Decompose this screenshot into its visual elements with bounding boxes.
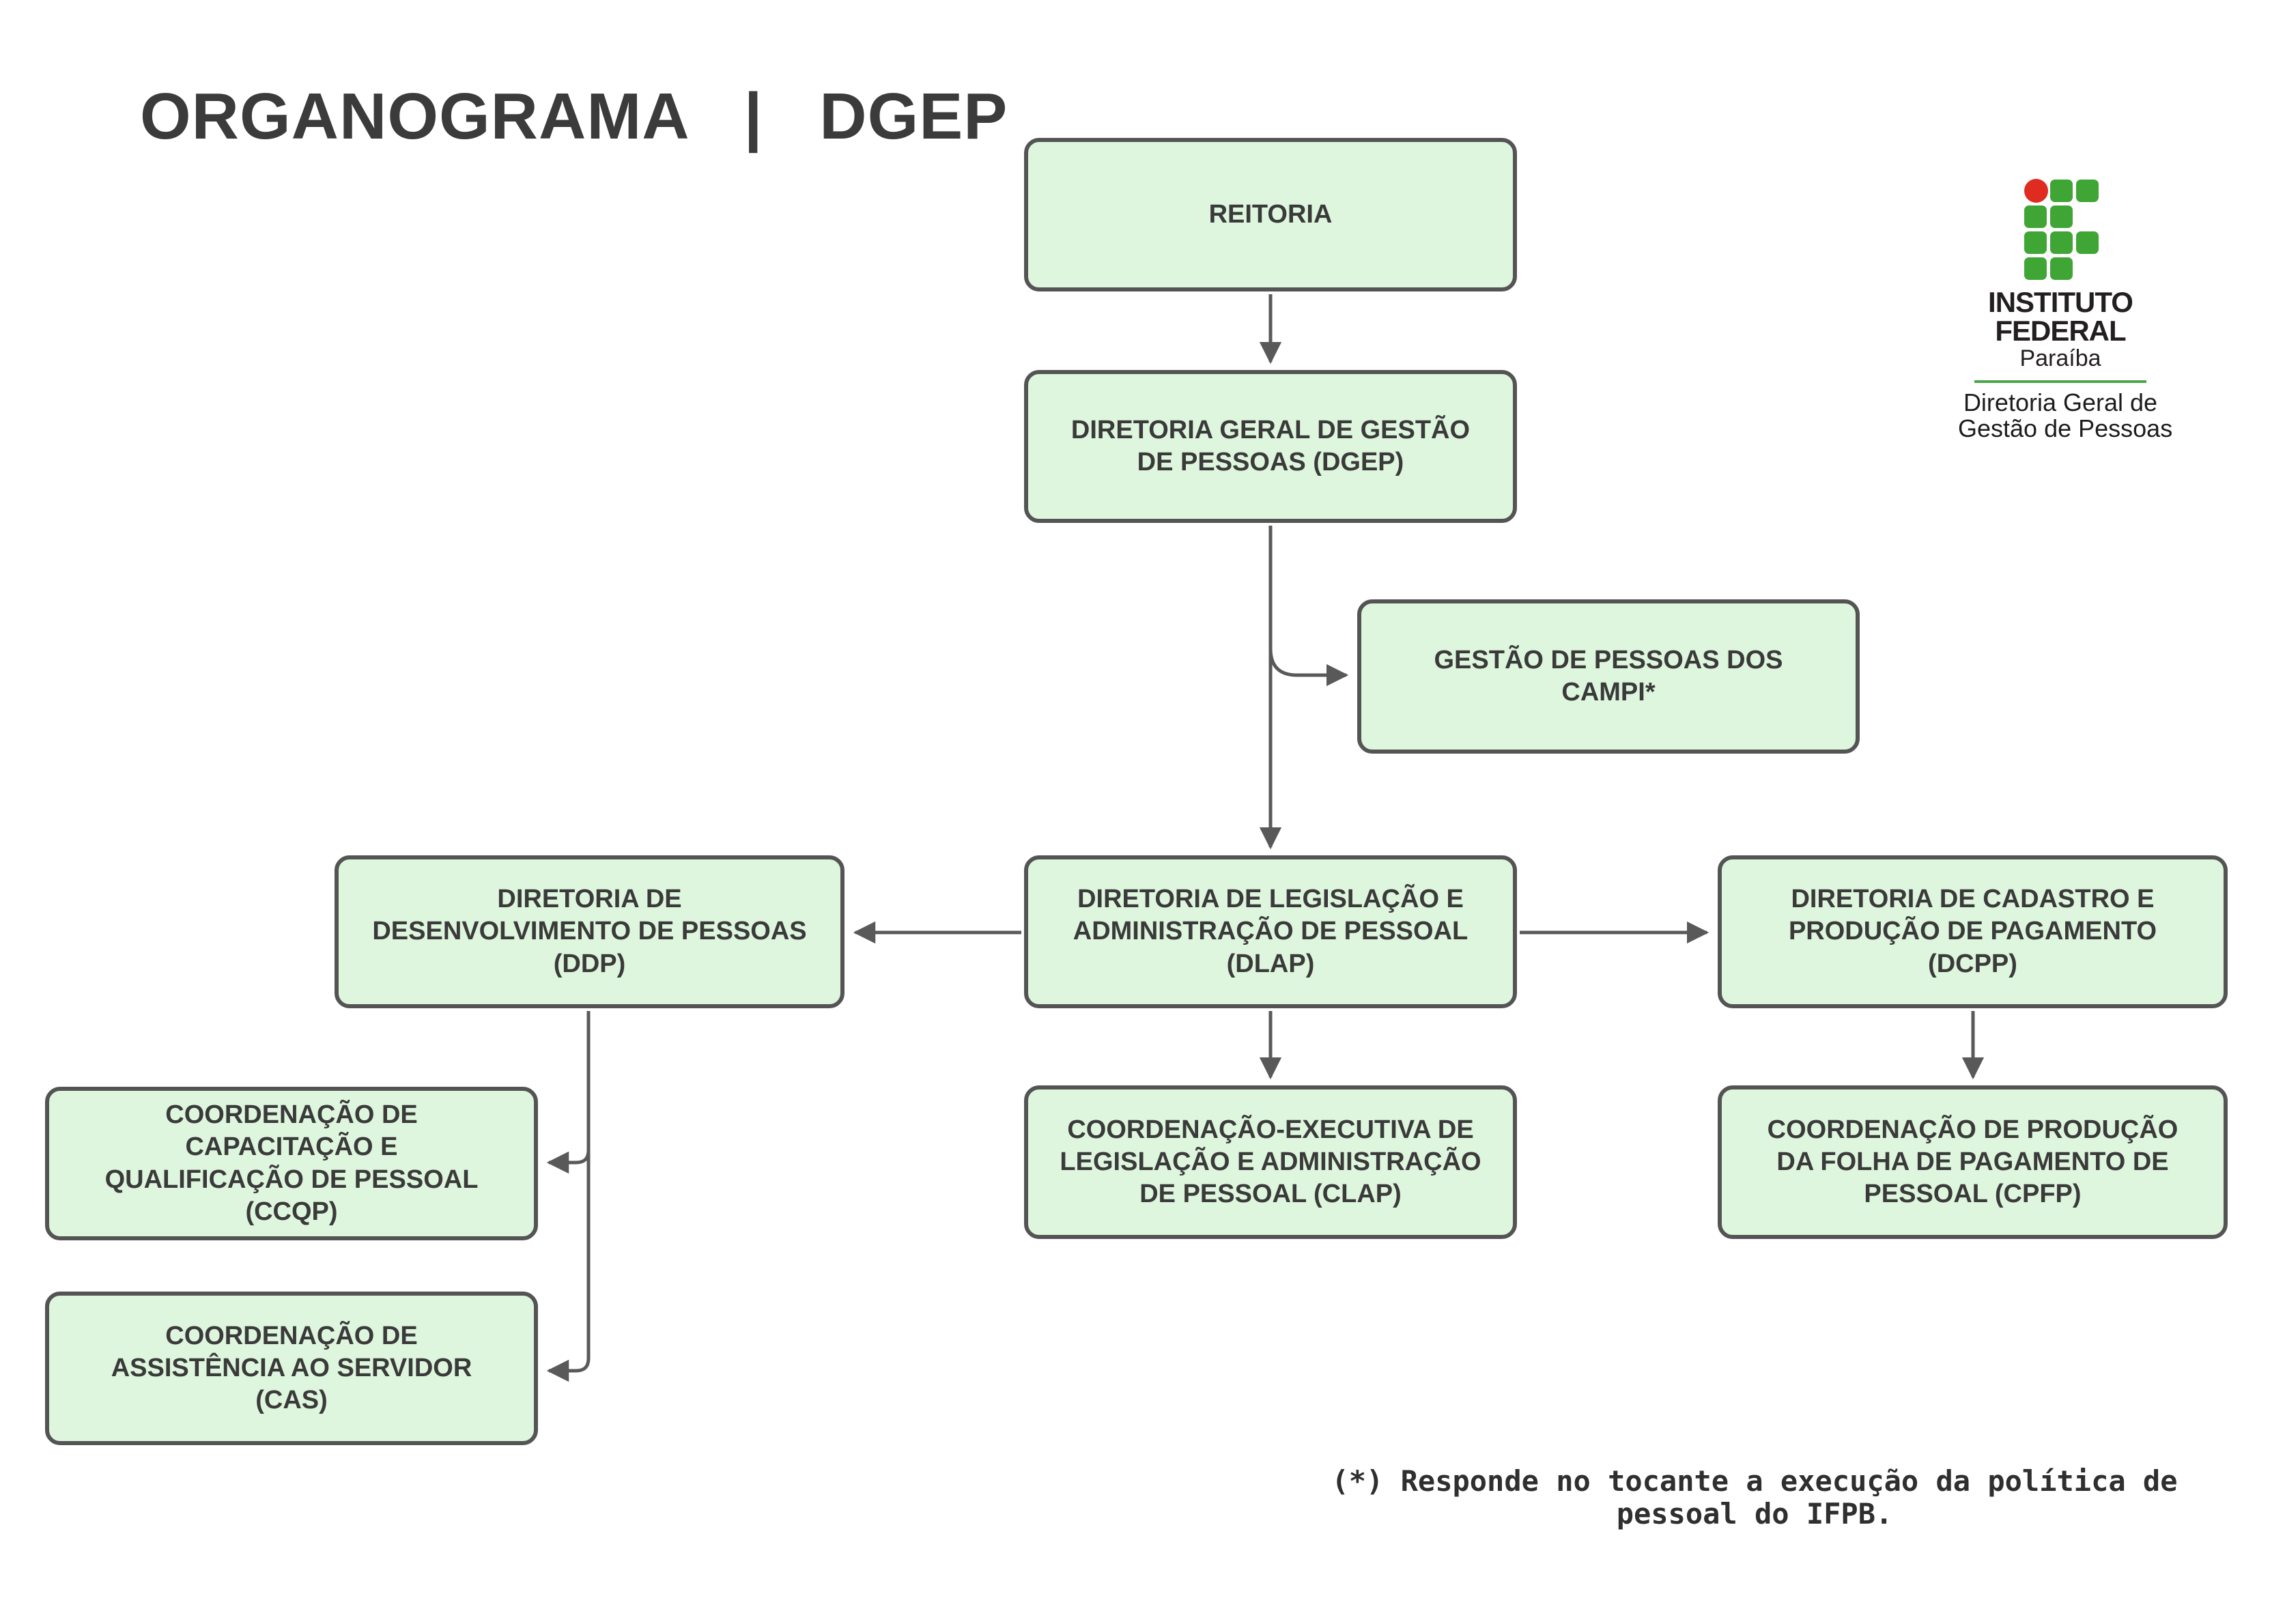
org-node-dlap: DIRETORIA DE LEGISLAÇÃO E ADMINISTRAÇÃO …: [1024, 855, 1517, 1008]
logo-region: Paraíba: [2019, 345, 2101, 371]
footnote: (*) Responde no tocante a execução da po…: [1331, 1464, 2178, 1531]
edge-ddp-ccqp: [546, 1011, 591, 1174]
org-node-dgep: DIRETORIA GERAL DE GESTÃO DE PESSOAS (DG…: [1024, 370, 1517, 523]
logo-institution-line1: INSTITUTO: [1988, 286, 2133, 318]
logo-square-icon: [2050, 257, 2073, 280]
page-title: ORGANOGRAMA | DGEP: [140, 80, 1008, 153]
org-node-cas: COORDENAÇÃO DE ASSISTÊNCIA AO SERVIDOR (…: [45, 1292, 538, 1445]
logo-square-icon: [2076, 231, 2099, 254]
logo-square-icon: [2024, 231, 2047, 254]
logo-square-icon: [2050, 231, 2073, 254]
logo-square-icon: [2076, 180, 2099, 202]
logo-square-icon: [2050, 205, 2073, 228]
logo-institution-line2: FEDERAL: [1995, 315, 2126, 347]
org-node-ddp: DIRETORIA DE DESENVOLVIMENTO DE PESSOAS …: [335, 855, 845, 1008]
logo-green-divider: [1974, 380, 2146, 383]
org-node-dcpp: DIRETORIA DE CADASTRO E PRODUÇÃO DE PAGA…: [1718, 855, 2228, 1008]
org-node-clap: COORDENAÇÃO-EXECUTIVA DE LEGISLAÇÃO E AD…: [1024, 1085, 1517, 1239]
edge-dgep-campi: [1268, 648, 1349, 687]
org-node-cpfp: COORDENAÇÃO DE PRODUÇÃO DA FOLHA DE PAGA…: [1718, 1085, 2228, 1239]
logo-square-icon: [2024, 257, 2047, 280]
ifpb-logo-mark: [2024, 179, 2099, 280]
org-node-ccqp: COORDENAÇÃO DE CAPACITAÇÃO E QUALIFICAÇÃ…: [45, 1087, 538, 1240]
logo-red-dot-icon: [2024, 179, 2048, 203]
org-node-campi: GESTÃO DE PESSOAS DOS CAMPI*: [1357, 599, 1860, 754]
logo-square-icon: [2050, 180, 2073, 202]
logo-square-icon: [2024, 205, 2047, 228]
logo-department-line2: Gestão de Pessoas: [1958, 414, 2173, 442]
logo-department-line1: Diretoria Geral de: [1963, 388, 2158, 416]
edge-ddp-cas: [546, 1011, 591, 1382]
org-node-reitoria: REITORIA: [1024, 138, 1517, 291]
